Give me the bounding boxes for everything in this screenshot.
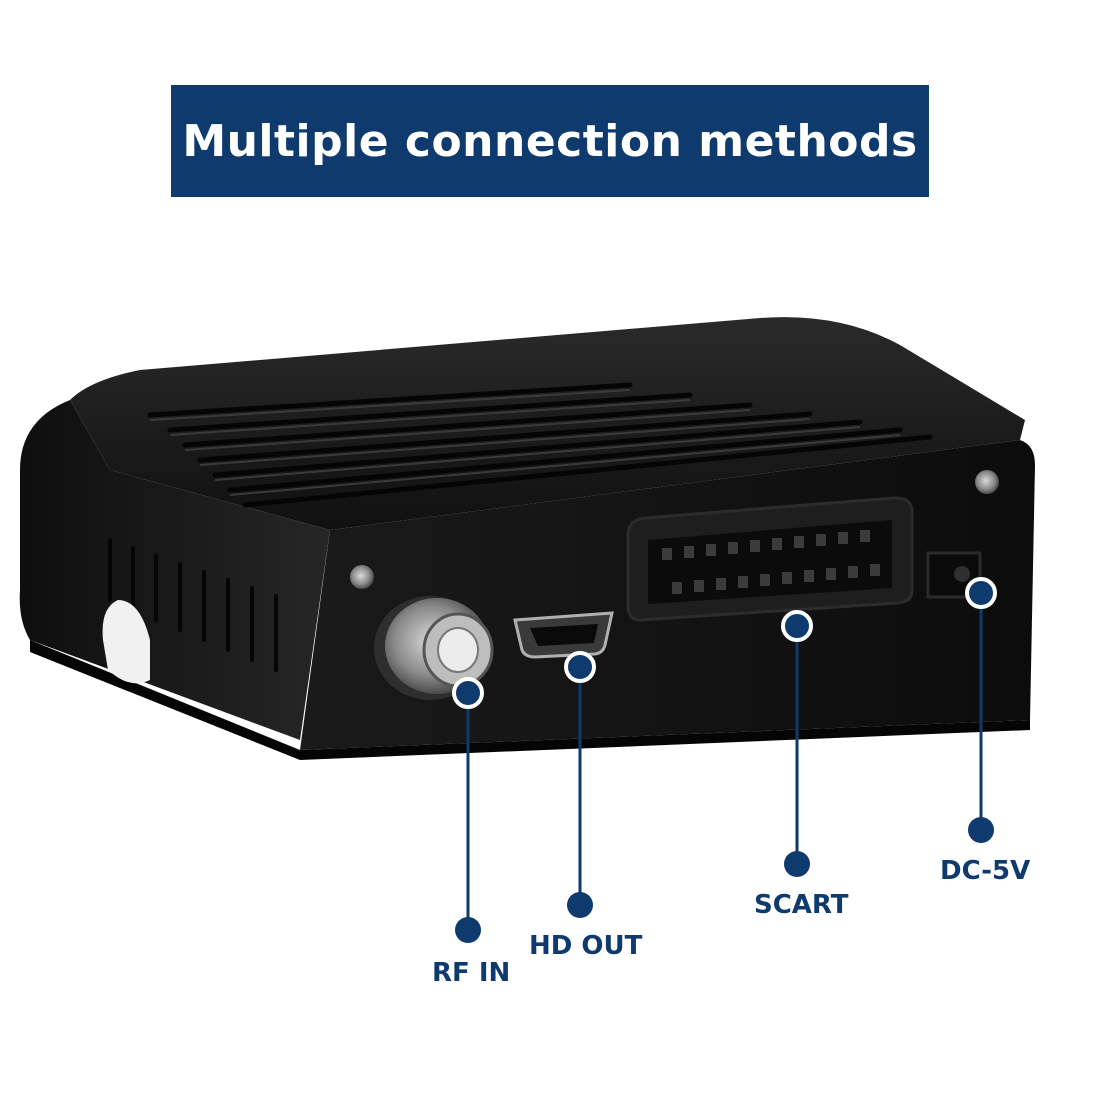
title-text: Multiple connection methods: [182, 115, 918, 167]
title-banner: Multiple connection methods: [171, 85, 929, 197]
hd-out-label: HD OUT: [529, 931, 643, 961]
callout-port-dots: [452, 577, 997, 709]
rf-in-connector: [374, 596, 494, 700]
hdmi-port: [513, 611, 614, 659]
screw-right: [975, 470, 999, 494]
scart-port: [626, 496, 914, 622]
scart-label: SCART: [754, 890, 849, 920]
callout-lines: [466, 593, 983, 930]
callout-end-dots: [455, 817, 994, 943]
dc-5v-label: DC-5V: [940, 856, 1031, 886]
rf-in-label: RF IN: [432, 958, 511, 988]
screw-left: [350, 565, 374, 589]
